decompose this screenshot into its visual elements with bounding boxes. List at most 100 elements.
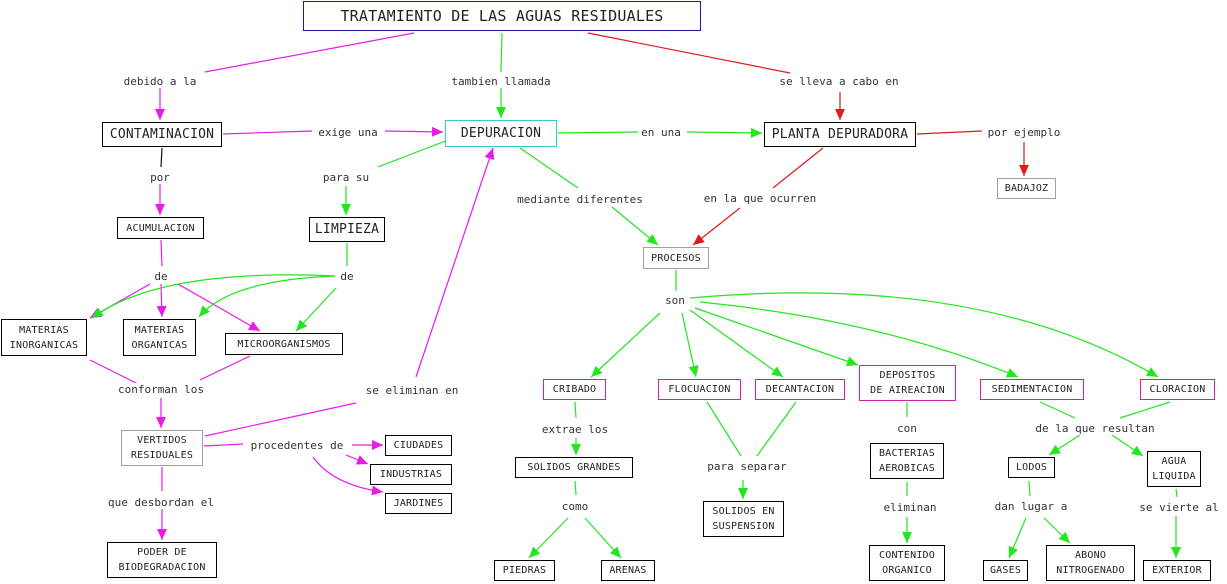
link-mediante-diferentes: mediante diferentes [516, 193, 644, 206]
node-contaminacion[interactable]: CONTAMINACION [102, 122, 222, 147]
connector-line [686, 131, 763, 134]
link-exige-una: exige una [317, 126, 379, 139]
node-cloracion[interactable]: CLORACION [1140, 379, 1215, 400]
node-agua-liquida[interactable]: AGUA LIQUIDA [1147, 451, 1201, 487]
link-para-su: para su [321, 171, 371, 184]
connector-line [574, 480, 577, 496]
node-flocuacion[interactable]: FLOCUACION [658, 379, 741, 400]
node-depositos-aireacion[interactable]: DEPOSITOS DE AIREACION [859, 365, 956, 401]
node-limpieza[interactable]: LIMPIEZA [309, 217, 385, 242]
connector-line [1119, 401, 1171, 419]
connector-line [587, 32, 791, 74]
node-materias-organicas[interactable]: MATERIAS ORGANICAS [123, 319, 196, 356]
node-acumulacion[interactable]: ACUMULACION [117, 217, 204, 239]
arrowhead [693, 234, 705, 245]
node-badajoz[interactable]: BADAJOZ [997, 178, 1056, 199]
arrowhead [1058, 531, 1070, 543]
arrowhead [341, 204, 351, 215]
arrowhead [156, 305, 167, 317]
link-procedentes-de: procedentes de [249, 439, 345, 452]
arrowhead [1049, 444, 1061, 455]
arrowhead [902, 532, 912, 543]
node-poder-biodegradacion[interactable]: PODER DE BIODEGRADACION [107, 542, 217, 578]
arrowhead [845, 356, 858, 367]
node-bacterias-aerobicas[interactable]: BACTERIAS AEROBICAS [870, 443, 944, 479]
node-piedras[interactable]: PIEDRAS [494, 560, 555, 581]
link-debido-a-la: debido a la [122, 75, 198, 88]
connector-line [415, 147, 494, 378]
connector-line [177, 283, 261, 332]
arrowhead [1005, 368, 1018, 378]
connector-curve [689, 292, 1159, 378]
link-se-lleva-a-cabo-en: se lleva a cabo en [778, 75, 900, 88]
arrowhead [92, 307, 104, 318]
link-de-limpieza: de [339, 270, 355, 283]
node-procesos[interactable]: PROCESOS [643, 247, 709, 269]
node-exterior[interactable]: EXTERIOR [1143, 560, 1211, 581]
node-gases[interactable]: GASES [983, 560, 1028, 581]
arrowhead [1019, 165, 1029, 176]
arrowhead [371, 485, 383, 496]
arrowhead [247, 321, 260, 331]
link-son: son [664, 294, 686, 307]
arrowhead [1008, 545, 1018, 558]
arrowhead [738, 488, 748, 499]
arrowhead [771, 366, 783, 377]
arrowhead [835, 109, 845, 120]
connector-line [772, 147, 824, 189]
node-solidos-grandes[interactable]: SOLIDOS GRANDES [515, 457, 633, 478]
node-lodos[interactable]: LODOS [1008, 457, 1055, 478]
arrowhead [609, 546, 621, 558]
link-de-acumulacion: de [153, 270, 169, 283]
link-con: con [896, 422, 918, 435]
connector-line [1175, 488, 1178, 498]
node-vertidos-residuales[interactable]: VERTIDOS RESIDUALES [121, 430, 203, 466]
link-por: por [149, 171, 171, 184]
arrowhead [688, 365, 699, 377]
link-se-eliminan-en: se eliminan en [364, 384, 460, 397]
connector-line [160, 147, 163, 168]
arrowhead [155, 109, 165, 120]
arrowhead [484, 148, 495, 161]
node-title[interactable]: TRATAMIENTO DE LAS AGUAS RESIDUALES [303, 1, 701, 31]
link-en-una: en una [640, 126, 682, 139]
link-eliminan: eliminan [882, 501, 938, 514]
node-depuracion[interactable]: DEPURACION [445, 120, 557, 147]
connector-line [203, 443, 244, 447]
node-decantacion[interactable]: DECANTACION [755, 379, 845, 400]
node-ciudades[interactable]: CIUDADES [385, 435, 452, 456]
node-abono-nitrogenado[interactable]: ABONO NITROGENADO [1046, 545, 1135, 581]
arrowhead [1131, 445, 1143, 456]
node-microorganismos[interactable]: MICROORGANISMOS [225, 333, 343, 355]
arrowhead [1171, 547, 1181, 558]
node-planta-depuradora[interactable]: PLANTA DEPURADORA [764, 122, 916, 147]
link-dan-lugar-a: dan lugar a [993, 500, 1069, 513]
arrowhead [372, 440, 383, 450]
node-cribado[interactable]: CRIBADO [543, 379, 606, 400]
link-conforman-los: conforman los [116, 383, 206, 396]
connector-line [916, 130, 983, 135]
node-sedimentacion[interactable]: SEDIMENTACION [980, 379, 1084, 400]
arrowhead [591, 365, 603, 377]
arrowhead [1145, 367, 1158, 377]
link-como: como [560, 500, 590, 513]
connector-line [199, 355, 251, 381]
node-industrias[interactable]: INDUSTRIAS [370, 464, 452, 485]
connector-line [160, 239, 163, 267]
node-materias-inorganicas[interactable]: MATERIAS INORGANICAS [1, 319, 87, 356]
connector-line [1028, 480, 1031, 497]
connector-line [204, 402, 357, 437]
node-arenas[interactable]: ARENAS [601, 560, 655, 581]
connector-line [519, 147, 579, 189]
connector-line [706, 401, 742, 457]
node-contenido-organico[interactable]: CONTENIDO ORGANICO [869, 545, 945, 581]
arrowhead [296, 319, 308, 331]
node-jardines[interactable]: JARDINES [385, 493, 452, 514]
connector-line [694, 307, 859, 366]
arrowhead [157, 529, 167, 540]
connector-line [377, 139, 449, 168]
link-para-separar: para separar [706, 460, 788, 473]
arrowhead [155, 204, 165, 215]
node-solidos-suspension[interactable]: SOLIDOS EN SUSPENSION [703, 501, 784, 537]
